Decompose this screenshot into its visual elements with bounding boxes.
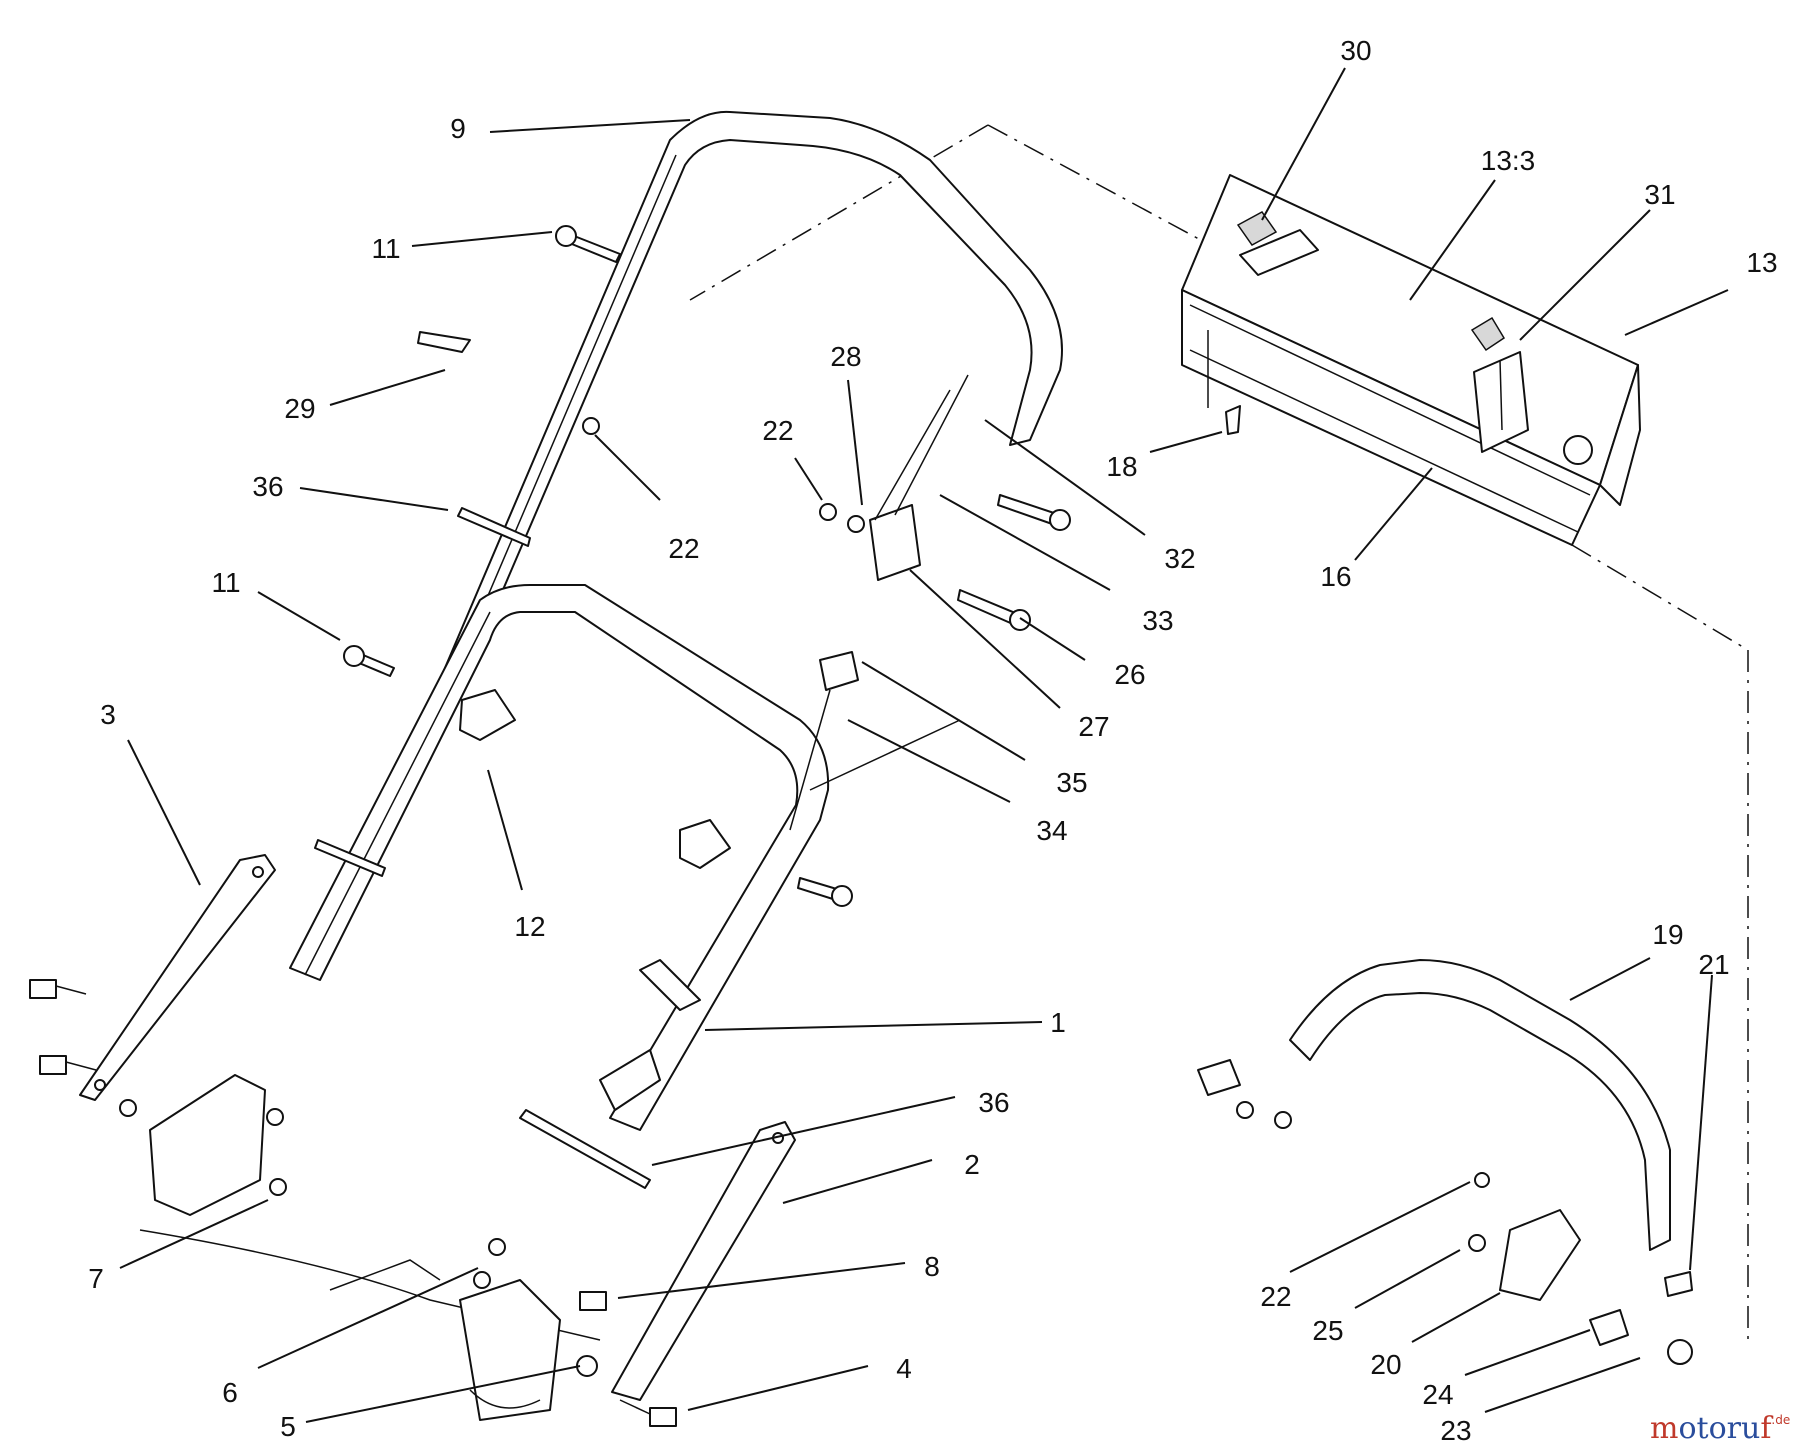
callout-11: 11 bbox=[211, 567, 240, 598]
control-panel bbox=[1181, 174, 1641, 546]
callout-22: 22 bbox=[762, 415, 793, 446]
callout-9: 9 bbox=[450, 113, 466, 144]
callout-23: 23 bbox=[1440, 1415, 1471, 1446]
assembly-lines bbox=[689, 124, 1749, 1340]
watermark-letter-o: o bbox=[1709, 1411, 1727, 1446]
watermark-logo: motoruf.de bbox=[1650, 1411, 1790, 1446]
callout-29: 29 bbox=[284, 393, 315, 424]
svg-text:motoruf.de: motoruf.de bbox=[1650, 1411, 1790, 1446]
callout-21: 21 bbox=[1698, 949, 1729, 980]
watermark-letter-f: f bbox=[1760, 1411, 1773, 1446]
callout-34: 34 bbox=[1036, 815, 1067, 846]
watermark-letter-m: m bbox=[1650, 1411, 1678, 1446]
callout-24: 24 bbox=[1422, 1379, 1453, 1410]
callout-22: 22 bbox=[1260, 1281, 1291, 1312]
callout-27: 27 bbox=[1078, 711, 1109, 742]
watermark-letter-t: t bbox=[1697, 1411, 1709, 1446]
callout-5: 5 bbox=[280, 1411, 296, 1442]
callout-31: 31 bbox=[1644, 179, 1675, 210]
callout-22: 22 bbox=[668, 533, 699, 564]
watermark-letter-u: u bbox=[1741, 1411, 1760, 1446]
watermark-suffix: .de bbox=[1771, 1413, 1790, 1427]
callout-32: 32 bbox=[1164, 543, 1195, 574]
left-mount-components bbox=[29, 225, 1071, 1427]
callout-25: 25 bbox=[1312, 1315, 1343, 1346]
callout-26: 26 bbox=[1114, 659, 1145, 690]
callout-33: 33 bbox=[1142, 605, 1173, 636]
callout-35: 35 bbox=[1056, 767, 1087, 798]
callout-6: 6 bbox=[222, 1377, 238, 1408]
callout-28: 28 bbox=[830, 341, 861, 372]
callout-30: 30 bbox=[1340, 35, 1371, 66]
callout-4: 4 bbox=[896, 1353, 912, 1384]
callout-13-3: 13:3 bbox=[1481, 145, 1536, 176]
bail-assembly bbox=[1197, 959, 1693, 1365]
callout-13: 13 bbox=[1746, 247, 1777, 278]
callout-16: 16 bbox=[1320, 561, 1351, 592]
callout-18: 18 bbox=[1106, 451, 1137, 482]
watermark-letter-r: r bbox=[1727, 1411, 1742, 1446]
callout-36: 36 bbox=[252, 471, 283, 502]
watermark-letter-o: o bbox=[1678, 1411, 1696, 1446]
callout-20: 20 bbox=[1370, 1349, 1401, 1380]
callout-3: 3 bbox=[100, 699, 116, 730]
callout-labels: 9 11 29 22 36 11 3 12 7 6 5 28 22 32 33 … bbox=[88, 35, 1777, 1446]
callout-1: 1 bbox=[1050, 1007, 1066, 1038]
callout-2: 2 bbox=[964, 1149, 980, 1180]
callout-19: 19 bbox=[1652, 919, 1683, 950]
leader-lines bbox=[119, 67, 1729, 1423]
callout-11: 11 bbox=[371, 233, 400, 264]
handle-assembly bbox=[289, 110, 1063, 1131]
callout-7: 7 bbox=[88, 1263, 104, 1294]
callout-8: 8 bbox=[924, 1251, 940, 1282]
callout-36: 36 bbox=[978, 1087, 1009, 1118]
callout-12: 12 bbox=[514, 911, 545, 942]
